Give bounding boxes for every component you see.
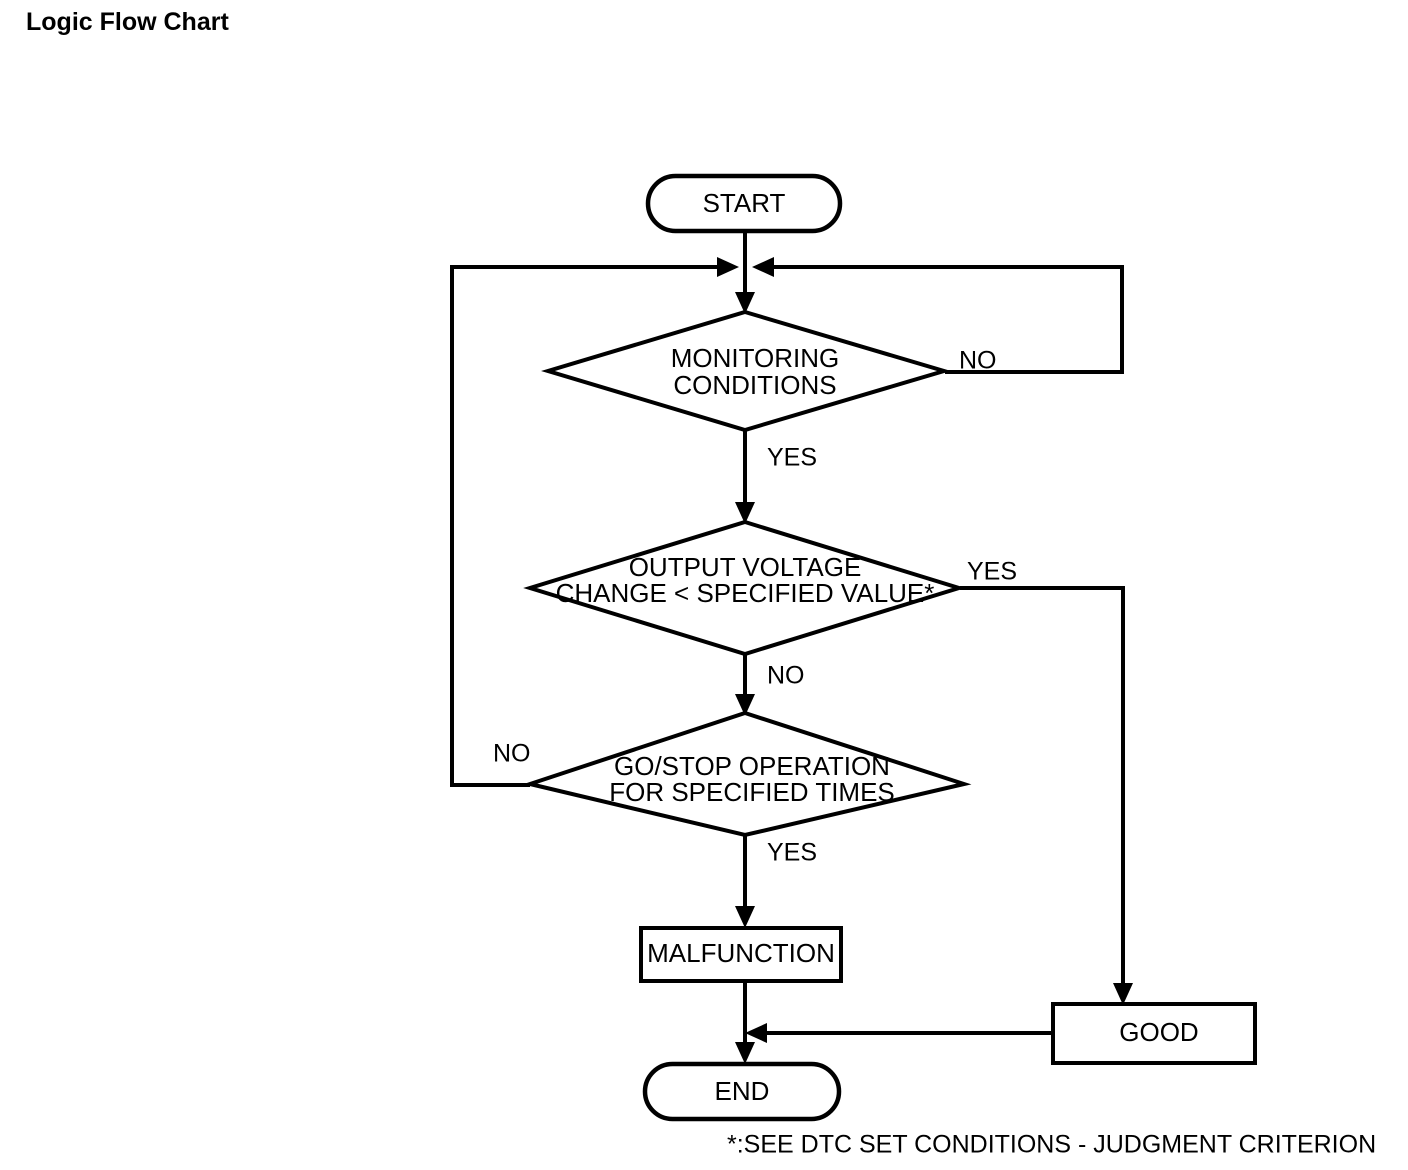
edge-label-gostop-yes: YES xyxy=(767,839,817,867)
connector-voltage-yes-to-good xyxy=(960,586,1133,1005)
node-malfunction[interactable]: MALFUNCTION xyxy=(639,926,843,983)
connector-malfunction-to-end xyxy=(735,981,755,1064)
node-good[interactable]: GOOD xyxy=(1051,1002,1257,1065)
connector-voltage-no xyxy=(735,655,755,716)
node-voltage-label-line2: CHANGE < SPECIFIED VALUE* xyxy=(556,578,935,608)
node-start-label: START xyxy=(703,188,786,218)
connector-good-to-end xyxy=(745,1023,1053,1043)
node-gostop-label-line2: FOR SPECIFIED TIMES xyxy=(609,777,895,807)
edge-label-monitoring-yes: YES xyxy=(767,444,817,472)
connector-junction-to-monitoring xyxy=(735,267,755,314)
node-monitoring-label-line2: CONDITIONS xyxy=(673,370,836,400)
page-title: Logic Flow Chart xyxy=(26,8,229,36)
node-output-voltage[interactable]: OUTPUT VOLTAGE CHANGE < SPECIFIED VALUE* xyxy=(523,519,966,657)
node-monitoring-label-line1: MONITORING xyxy=(671,343,840,373)
connector-gostop-yes xyxy=(735,835,755,928)
node-end[interactable]: END xyxy=(642,1061,842,1122)
node-monitoring-conditions[interactable]: MONITORING CONDITIONS xyxy=(541,309,952,433)
edge-label-gostop-no: NO xyxy=(493,740,531,768)
edge-label-voltage-no: NO xyxy=(767,662,805,690)
connector-gostop-no-loop xyxy=(450,257,739,787)
node-voltage-label-line1: OUTPUT VOLTAGE xyxy=(629,552,862,582)
node-gostop-label-line1: GO/STOP OPERATION xyxy=(614,751,890,781)
edge-label-voltage-yes: YES xyxy=(967,558,1017,586)
node-gostop-operation[interactable]: GO/STOP OPERATION FOR SPECIFIED TIMES xyxy=(522,710,972,838)
node-good-label: GOOD xyxy=(1119,1017,1198,1047)
node-end-label: END xyxy=(715,1076,770,1106)
footnote: *:SEE DTC SET CONDITIONS - JUDGMENT CRIT… xyxy=(727,1131,1376,1159)
edge-label-monitoring-no: NO xyxy=(959,347,997,375)
node-start[interactable]: START xyxy=(645,173,843,234)
connector-monitoring-yes xyxy=(735,430,755,524)
node-malfunction-label: MALFUNCTION xyxy=(647,938,835,968)
connector-monitoring-no-loop xyxy=(752,257,1124,374)
